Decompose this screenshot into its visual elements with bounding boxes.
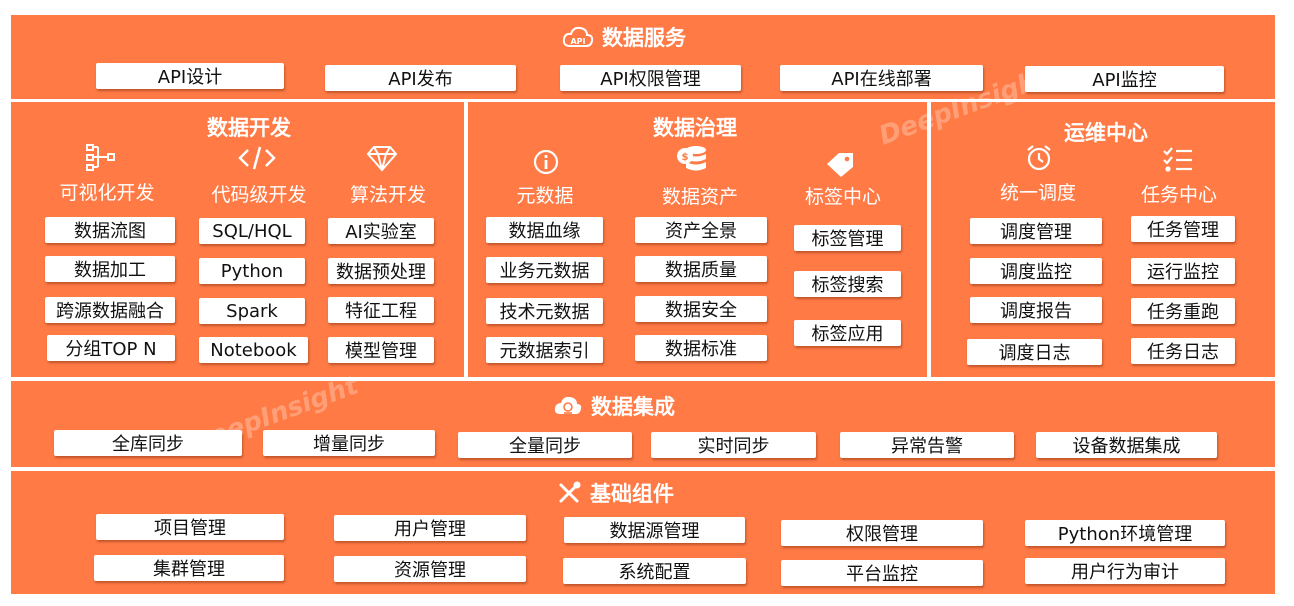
alarm-clock-icon [1027,145,1051,171]
data-security-button[interactable]: 数据安全 [635,296,767,322]
run-monitor-button[interactable]: 运行监控 [1131,258,1235,284]
sql-hql-button[interactable]: SQL/HQL [199,218,305,244]
incremental-sync-button[interactable]: 增量同步 [263,430,435,456]
tag-application-button[interactable]: 标签应用 [794,320,901,346]
flow-chart-icon [86,144,115,171]
code-dev-subtitle: 代码级开发 [211,184,307,206]
data-asset-subtitle: 数据资产 [661,186,738,208]
metadata-index-button[interactable]: 元数据索引 [486,337,603,363]
cloud-sync-icon [554,396,582,414]
schedule-management-button[interactable]: 调度管理 [970,218,1102,244]
api-publish-button[interactable]: API发布 [325,65,516,91]
feature-engineering-button[interactable]: 特征工程 [328,297,434,323]
visual-dev-subtitle: 可视化开发 [59,182,155,204]
api-deploy-button[interactable]: API在线部署 [780,65,983,91]
unified-schedule-subtitle: 统一调度 [999,182,1076,204]
data-flow-button[interactable]: 数据流图 [45,217,175,243]
code-icon [238,146,276,170]
task-rerun-button[interactable]: 任务重跑 [1131,298,1235,324]
ai-lab-button[interactable]: AI实验室 [328,218,434,244]
resource-management-button[interactable]: 资源管理 [334,556,526,582]
cluster-management-button[interactable]: 集群管理 [94,555,284,581]
data-processing-button[interactable]: 数据加工 [45,256,175,282]
realtime-sync-button[interactable]: 实时同步 [651,432,816,458]
full-sync-button[interactable]: 全量同步 [458,432,632,458]
api-icon-label: API [570,37,585,46]
device-data-integration-button[interactable]: 设备数据集成 [1036,432,1217,458]
datasource-management-button[interactable]: 数据源管理 [564,517,745,543]
api-permission-button[interactable]: API权限管理 [560,65,741,91]
asset-overview-button[interactable]: 资产全景 [635,217,767,243]
data-quality-button[interactable]: 数据质量 [635,256,767,282]
tag-management-button[interactable]: 标签管理 [794,225,901,251]
python-env-management-button[interactable]: Python环境管理 [1025,520,1225,546]
tag-icon [827,153,853,177]
tag-search-button[interactable]: 标签搜索 [794,271,901,297]
business-metadata-button[interactable]: 业务元数据 [486,257,603,283]
api-service-title: API 数据服务 [562,22,686,52]
base-title: 基础组件 [556,478,674,508]
full-db-sync-button[interactable]: 全库同步 [54,430,242,456]
schedule-report-button[interactable]: 调度报告 [970,297,1102,323]
cross-source-fusion-button[interactable]: 跨源数据融合 [45,297,175,323]
data-gov-title: 数据治理 [653,116,737,140]
integration-title: 数据集成 [553,391,675,421]
user-management-button[interactable]: 用户管理 [334,515,526,541]
metadata-subtitle: 元数据 [516,185,574,207]
project-management-button[interactable]: 项目管理 [96,514,284,540]
python-button[interactable]: Python [199,258,305,284]
schedule-monitor-button[interactable]: 调度监控 [970,258,1102,284]
diamond-icon [366,146,398,172]
task-center-subtitle: 任务中心 [1140,184,1217,206]
data-lineage-button[interactable]: 数据血缘 [486,217,603,243]
tag-center-subtitle: 标签中心 [804,186,881,208]
schedule-log-button[interactable]: 调度日志 [967,339,1102,365]
task-list-icon [1163,147,1192,172]
api-monitor-button[interactable]: API监控 [1025,66,1224,92]
api-design-button[interactable]: API设计 [96,63,284,89]
permission-management-button[interactable]: 权限管理 [781,520,983,546]
spark-button[interactable]: Spark [199,298,305,324]
data-preprocess-button[interactable]: 数据预处理 [328,258,434,284]
task-management-button[interactable]: 任务管理 [1131,216,1235,242]
tools-icon [559,481,581,503]
data-standard-button[interactable]: 数据标准 [635,335,767,361]
exception-alarm-button[interactable]: 异常告警 [840,432,1014,458]
cloud-api-icon: API [562,26,594,47]
algo-dev-subtitle: 算法开发 [349,184,426,206]
base-title-text: 基础组件 [590,482,674,506]
user-behavior-audit-button[interactable]: 用户行为审计 [1025,558,1225,584]
api-service-title-text: 数据服务 [602,26,686,50]
technical-metadata-button[interactable]: 技术元数据 [486,298,603,324]
database-money-icon: $ [677,146,706,171]
svg-text:$: $ [682,152,689,163]
group-topn-button[interactable]: 分组TOP N [47,335,175,361]
notebook-button[interactable]: Notebook [199,337,308,363]
integration-title-text: 数据集成 [591,395,675,419]
data-dev-title: 数据开发 [207,116,291,140]
task-log-button[interactable]: 任务日志 [1131,338,1235,364]
ops-title: 运维中心 [1064,121,1148,145]
platform-monitor-button[interactable]: 平台监控 [781,560,983,586]
system-config-button[interactable]: 系统配置 [563,558,746,584]
model-management-button[interactable]: 模型管理 [328,337,434,363]
info-icon [533,149,559,175]
